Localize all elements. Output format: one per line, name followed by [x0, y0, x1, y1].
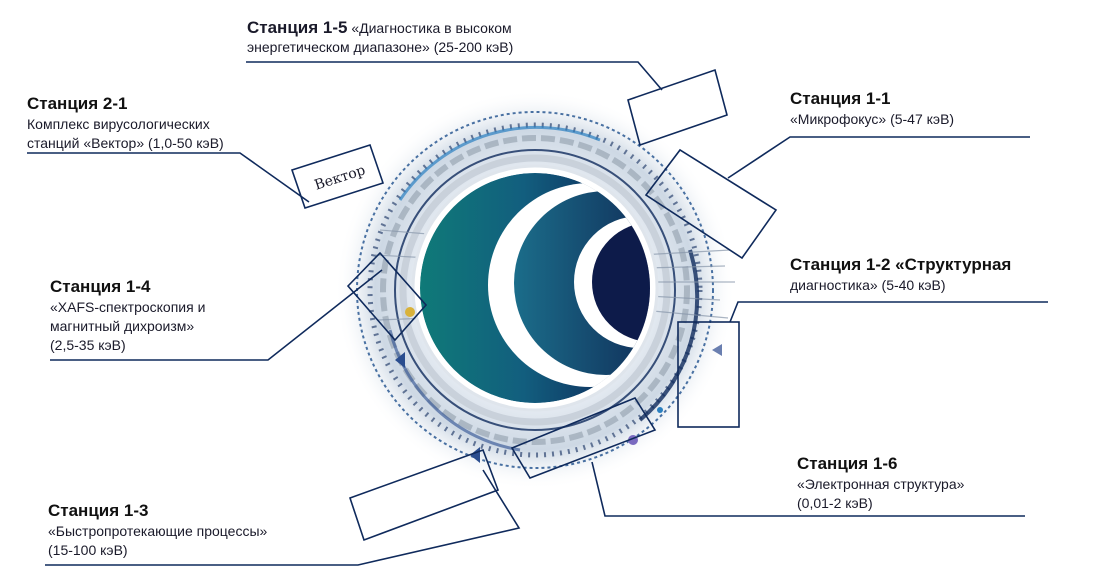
desc-station-1-3-line1: «Быстропротекающие процессы» [48, 523, 268, 539]
label-station-2-1: Станция 2-1 Комплекс вирусологических ст… [27, 93, 224, 153]
leader-lines [27, 61, 1048, 566]
desc-station-1-3-line2: (15-100 кэВ) [48, 542, 128, 558]
desc-station-1-2-line1: диагностика» (5-40 кэВ) [790, 277, 946, 293]
label-station-1-5: Станция 1-5 «Диагностика в высоком энерг… [247, 18, 513, 57]
desc-station-1-6-line1: «Электронная структура» [797, 476, 965, 492]
ring-4 [394, 149, 676, 431]
desc-station-1-4-line2: магнитный дихроизм» [50, 318, 195, 334]
desc-station-1-4-line1: «XAFS-спектроскопия и [50, 299, 206, 315]
station-box-1-2[interactable] [677, 321, 740, 428]
beam-streaks [374, 229, 735, 321]
desc-station-1-6-line2: (0,01-2 кэВ) [797, 495, 873, 511]
station-box-1-6[interactable] [510, 397, 657, 479]
title-station-2-1: Станция 2-1 [27, 94, 128, 113]
label-station-1-2: Станция 1-2 «Структурная диагностика» (5… [790, 254, 1011, 295]
desc-station-2-1-line2: станций «Вектор» (1,0-50 кэВ) [27, 135, 224, 151]
logo-core [420, 173, 650, 403]
arc-accent-2 [638, 249, 700, 422]
station-box-1-5[interactable] [627, 68, 728, 147]
station-box-1-1[interactable] [644, 148, 778, 260]
title-station-1-1: Станция 1-1 [790, 89, 891, 108]
label-station-1-4: Станция 1-4 «XAFS-спектроскопия и магнит… [50, 276, 205, 355]
desc-station-1-5-line1: «Диагностика в высоком [351, 20, 512, 36]
desc-station-1-4-line3: (2,5-35 кэВ) [50, 337, 126, 353]
arc-accent-1 [398, 125, 601, 201]
title-station-1-6: Станция 1-6 [797, 454, 898, 473]
desc-station-1-1-line1: «Микрофокус» (5-47 кэВ) [790, 111, 955, 127]
title-station-1-2: Станция 1-2 «Структурная [790, 255, 1012, 274]
label-station-1-3: Станция 1-3 «Быстропротекающие процессы»… [48, 500, 267, 560]
station-box-1-4[interactable] [346, 251, 428, 342]
title-station-1-4: Станция 1-4 [50, 277, 151, 296]
station-box-1-3[interactable] [348, 448, 500, 542]
desc-station-2-1-line1: Комплекс вирусологических [27, 116, 210, 132]
vektor-sign: Вектор [313, 162, 368, 193]
label-station-1-6: Станция 1-6 «Электронная структура» (0,0… [797, 453, 964, 513]
ring-3 [380, 135, 690, 445]
title-station-1-5: Станция 1-5 [247, 18, 348, 37]
label-station-1-1: Станция 1-1 «Микрофокус» (5-47 кэВ) [790, 88, 954, 129]
desc-station-1-5-line2: энергетическом диапазоне» (25-200 кэВ) [247, 39, 514, 55]
ring-5 [399, 154, 671, 426]
title-station-1-3: Станция 1-3 [48, 501, 149, 520]
ring-2 [367, 122, 703, 458]
arc-accent-3 [388, 329, 521, 452]
